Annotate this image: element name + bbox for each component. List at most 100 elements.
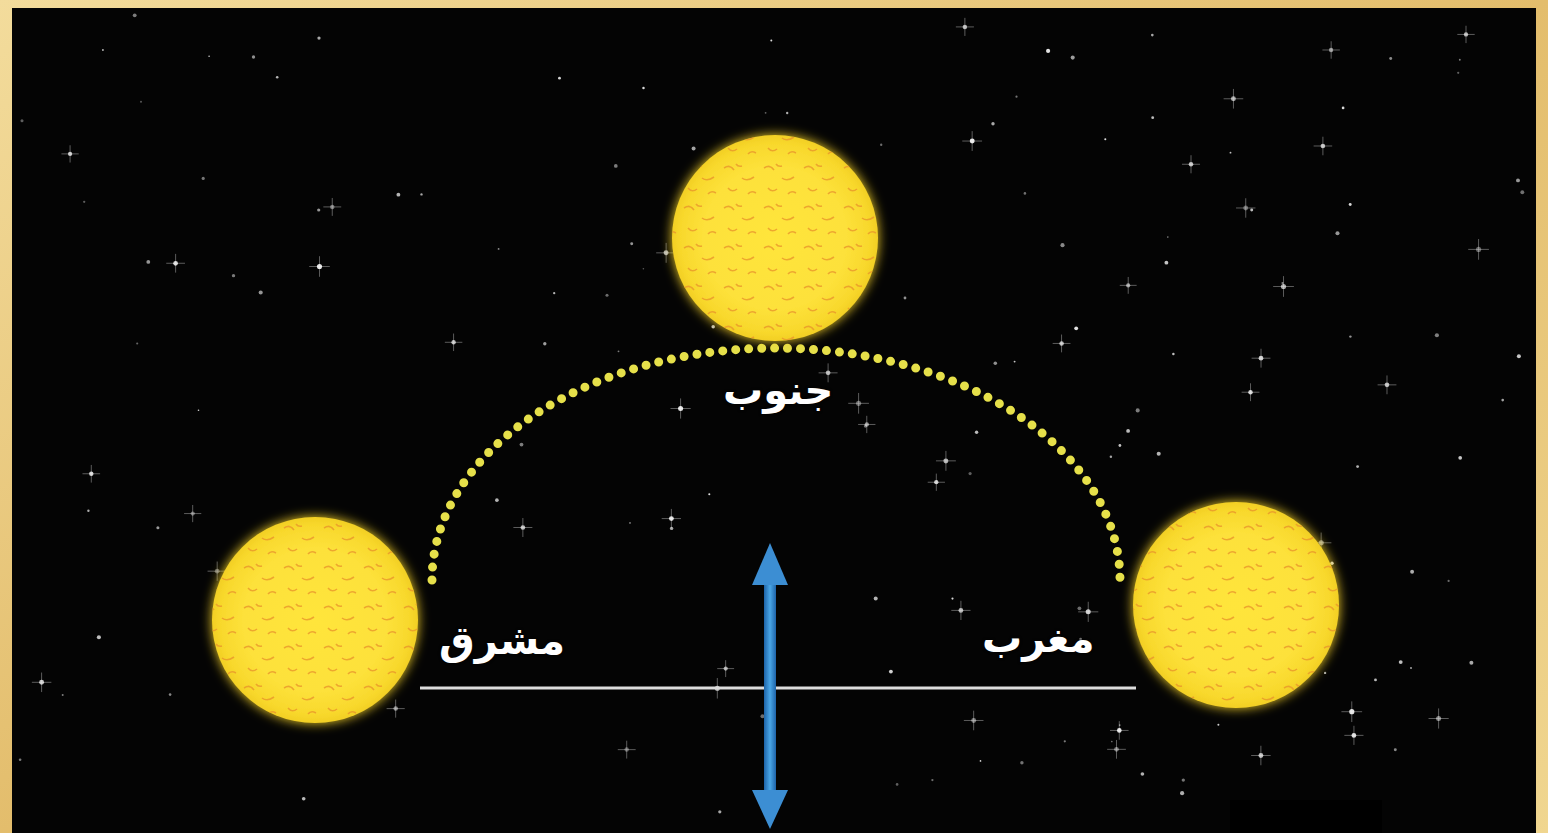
star bbox=[202, 177, 205, 180]
star bbox=[1151, 34, 1154, 37]
star bbox=[133, 13, 137, 17]
star-spike bbox=[387, 700, 405, 718]
star bbox=[495, 498, 499, 502]
star bbox=[786, 112, 788, 114]
star-spike bbox=[928, 474, 945, 491]
star-spike bbox=[1378, 375, 1397, 394]
star-spike bbox=[1322, 41, 1339, 58]
star bbox=[1335, 231, 1339, 235]
star-spike bbox=[671, 398, 691, 418]
star bbox=[1119, 444, 1122, 447]
stars bbox=[19, 13, 1524, 813]
star bbox=[1520, 190, 1524, 194]
star bbox=[169, 693, 172, 696]
star bbox=[156, 526, 159, 529]
black-patch bbox=[1230, 800, 1382, 833]
star bbox=[198, 409, 200, 411]
star bbox=[87, 510, 89, 512]
star-spike bbox=[964, 711, 984, 731]
star-spike bbox=[1344, 726, 1363, 745]
star-spike bbox=[1110, 721, 1129, 740]
star bbox=[1230, 152, 1232, 154]
star-spike bbox=[513, 518, 532, 537]
star-spike bbox=[951, 601, 970, 620]
star-spike bbox=[1107, 740, 1126, 759]
east-label: مشرق bbox=[439, 616, 565, 664]
star bbox=[630, 242, 633, 245]
star-spike bbox=[1341, 701, 1362, 722]
star bbox=[1349, 203, 1352, 206]
star-spike bbox=[717, 660, 734, 677]
star bbox=[980, 760, 982, 762]
star bbox=[396, 193, 400, 197]
star bbox=[1136, 408, 1140, 412]
star bbox=[1399, 660, 1403, 664]
star bbox=[1457, 72, 1459, 74]
star bbox=[1126, 429, 1130, 433]
star-spike bbox=[309, 256, 330, 277]
star bbox=[1324, 672, 1326, 674]
star bbox=[19, 758, 22, 761]
star bbox=[1330, 562, 1333, 565]
star-spike bbox=[848, 393, 869, 414]
star bbox=[1349, 335, 1351, 337]
star-spike bbox=[1468, 239, 1489, 260]
star bbox=[1141, 772, 1145, 776]
star bbox=[520, 443, 524, 447]
star bbox=[765, 112, 767, 114]
star bbox=[146, 260, 150, 264]
star bbox=[1458, 456, 1462, 460]
star bbox=[1217, 724, 1219, 726]
star bbox=[605, 294, 608, 297]
star bbox=[1447, 580, 1449, 582]
star bbox=[991, 122, 994, 125]
star bbox=[718, 810, 721, 813]
south-label: جنوب bbox=[723, 366, 833, 414]
star bbox=[140, 101, 142, 103]
star-spike bbox=[936, 451, 956, 471]
star bbox=[770, 40, 772, 42]
star bbox=[874, 597, 878, 601]
star bbox=[760, 714, 764, 718]
star-spike bbox=[166, 254, 185, 273]
star bbox=[629, 522, 631, 524]
sun-path-dots bbox=[432, 348, 1120, 580]
star bbox=[1172, 353, 1175, 356]
star bbox=[618, 350, 620, 352]
star bbox=[1469, 661, 1473, 665]
star-spike bbox=[1053, 335, 1071, 353]
star-spike bbox=[1457, 26, 1474, 43]
star bbox=[692, 147, 696, 151]
star bbox=[1151, 116, 1154, 119]
star bbox=[614, 164, 618, 168]
star bbox=[1342, 107, 1345, 110]
star bbox=[994, 361, 998, 365]
star bbox=[20, 119, 23, 122]
star bbox=[1517, 354, 1521, 358]
star bbox=[1046, 49, 1050, 53]
sun-east bbox=[212, 517, 418, 723]
star bbox=[276, 76, 279, 79]
star-spike bbox=[962, 131, 982, 151]
star bbox=[317, 208, 320, 211]
star bbox=[1501, 399, 1504, 402]
star bbox=[1435, 333, 1439, 337]
star bbox=[711, 325, 715, 329]
star-spike bbox=[1120, 277, 1137, 294]
star bbox=[420, 193, 422, 195]
star-spike bbox=[1252, 349, 1271, 368]
star bbox=[951, 598, 953, 600]
star bbox=[708, 493, 710, 495]
north-south-arrow bbox=[752, 543, 788, 829]
star bbox=[302, 797, 306, 801]
star-spike bbox=[956, 18, 974, 36]
star bbox=[543, 342, 546, 345]
star bbox=[553, 292, 555, 294]
sun-south bbox=[672, 135, 878, 341]
star bbox=[1356, 465, 1359, 468]
star-spike bbox=[1182, 155, 1200, 173]
star bbox=[1410, 667, 1412, 669]
star bbox=[259, 290, 263, 294]
